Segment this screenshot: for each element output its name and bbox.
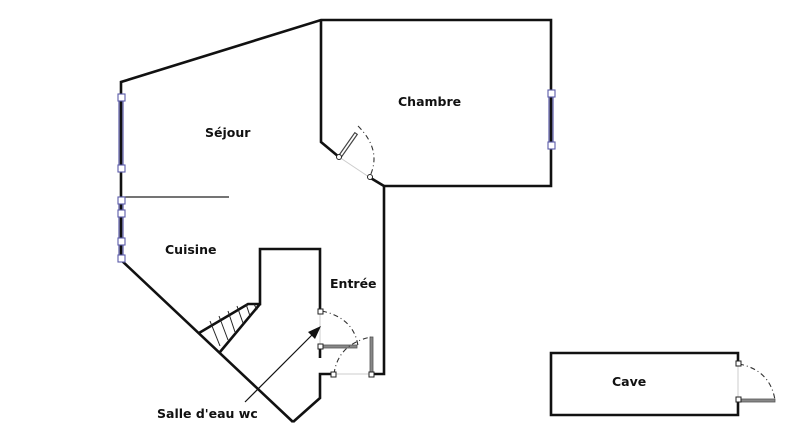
room-label-sejour: Séjour [205, 125, 251, 140]
window-cuisine [117, 196, 126, 263]
stairs-hatch [209, 303, 258, 347]
room-label-cuisine: Cuisine [165, 242, 216, 257]
window-chambre [547, 89, 556, 150]
door-salle-eau [317, 308, 359, 350]
cave-walls [549, 351, 776, 417]
door-chambre [336, 125, 375, 180]
room-label-salle-eau: Salle d'eau wc [157, 406, 258, 421]
salle-eau-arrow [244, 326, 321, 403]
main-apartment-walls [119, 18, 553, 423]
window-sejour [117, 93, 126, 173]
door-entree [330, 336, 375, 378]
room-label-chambre: Chambre [398, 94, 461, 109]
room-label-entree: Entrée [330, 276, 377, 291]
room-label-cave: Cave [612, 374, 646, 389]
